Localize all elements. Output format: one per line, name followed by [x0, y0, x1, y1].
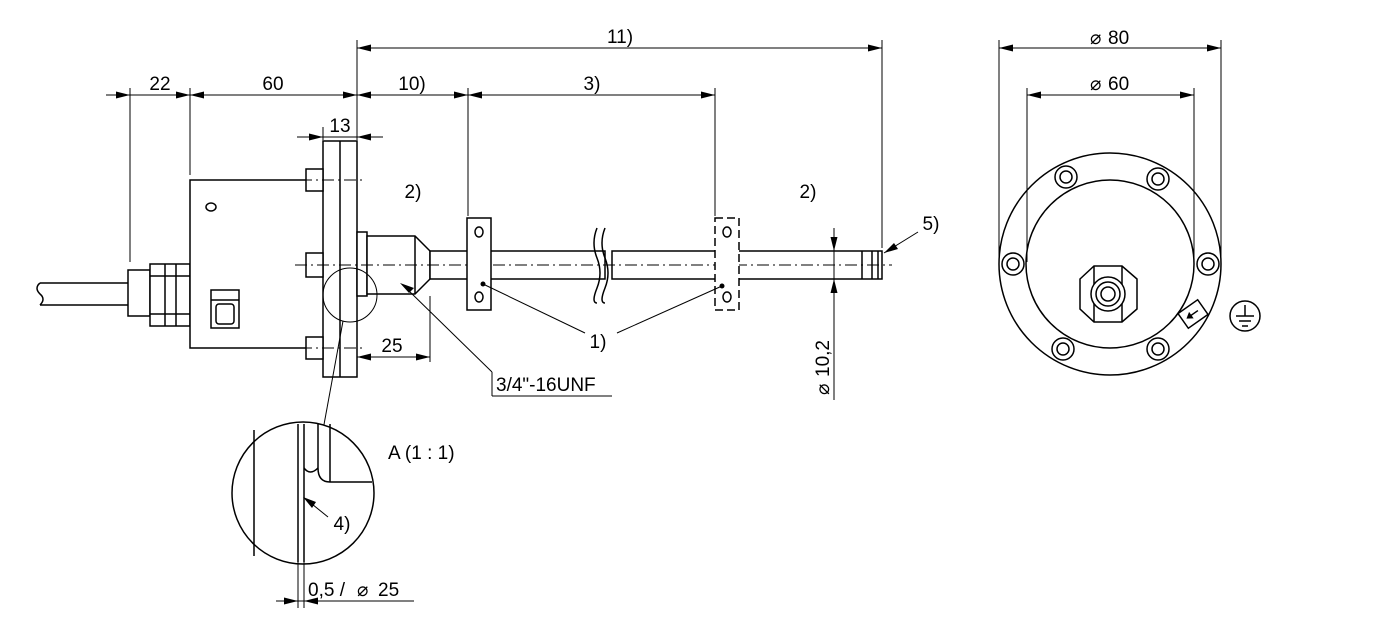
note-1: 1)	[590, 332, 607, 353]
dim-dia-60: 60	[1108, 74, 1129, 95]
ground-symbol-icon	[1229, 300, 1261, 332]
detail-a-label: A (1 : 1)	[388, 443, 455, 464]
hex-fitting	[1079, 265, 1138, 323]
threaded-adapter	[356, 231, 431, 297]
note-2-right: 2)	[800, 182, 817, 203]
dim-22: 22	[149, 74, 170, 95]
note-5: 5)	[923, 214, 940, 235]
dim-13: 13	[329, 116, 350, 137]
diameter-symbol-60: ⌀	[1090, 74, 1101, 95]
diameter-symbol-25: ⌀	[357, 580, 368, 601]
diameter-symbol-80: ⌀	[1090, 28, 1101, 49]
side-view	[36, 140, 892, 431]
detail-a-circle	[231, 421, 375, 565]
diameter-symbol-10-2: ⌀	[813, 384, 834, 395]
dim-25-detail: 25	[378, 580, 399, 601]
thread-label: 3/4"-16UNF	[496, 375, 596, 396]
ground-terminal	[1176, 298, 1210, 330]
dim-dia-80: 80	[1108, 28, 1129, 49]
dim-0-5: 0,5 /	[308, 580, 346, 601]
flange-outer-circle	[998, 152, 1222, 376]
front-view: ⌀ 80 ⌀ 60	[998, 28, 1261, 376]
flange	[300, 140, 362, 378]
detail-a: A (1 : 1) 4) 0,5 / ⌀ 25	[231, 421, 455, 608]
side-view-labels: 22 60 13 10) 3) 11) 25 2) 2) 1) 5) 3/4"-…	[149, 27, 939, 396]
dim-60: 60	[262, 74, 283, 95]
dim-10-2: 10,2	[813, 340, 834, 377]
mounting-clamp-2	[714, 217, 740, 311]
dim-25: 25	[381, 336, 402, 357]
housing-circle	[1025, 179, 1195, 349]
mounting-clamp-1	[466, 217, 492, 311]
dim-10: 10)	[398, 74, 425, 95]
dim-3: 3)	[584, 74, 601, 95]
note-2-left: 2)	[405, 182, 422, 203]
note-4: 4)	[334, 514, 351, 535]
cable-gland	[127, 263, 191, 327]
detail-a-marker	[322, 267, 378, 323]
bolt-holes	[1001, 165, 1220, 361]
cable	[36, 282, 130, 306]
dimension-lines	[106, 40, 919, 400]
housing	[189, 179, 326, 349]
dim-11: 11)	[607, 27, 633, 48]
